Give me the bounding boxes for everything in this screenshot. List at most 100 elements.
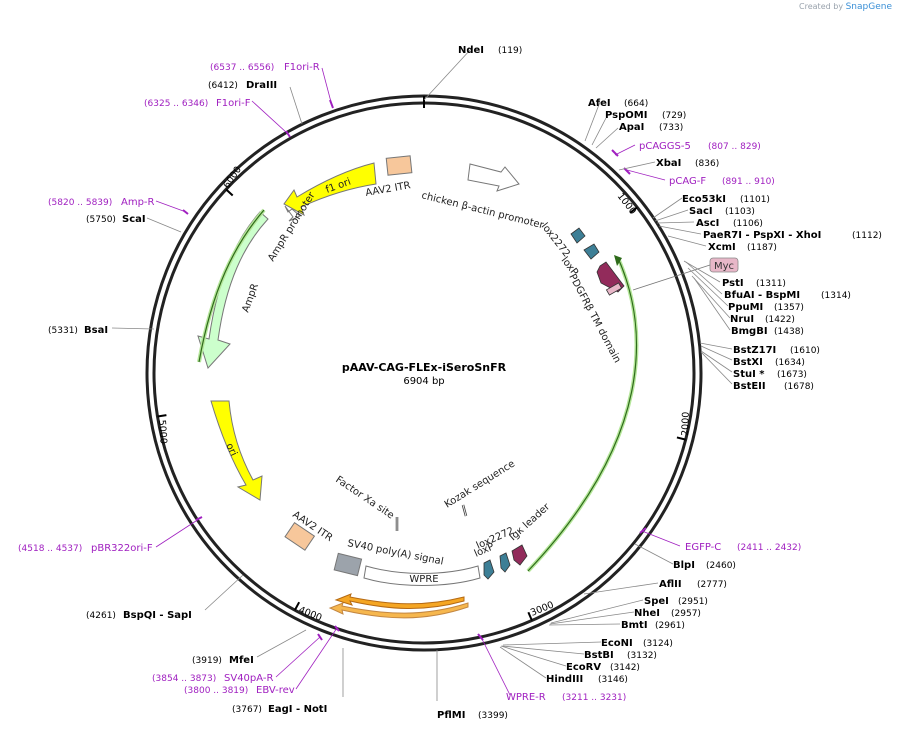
wpre-label: WPRE — [409, 574, 438, 585]
kozak-label: Kozak sequence — [443, 458, 517, 510]
site-pos-ecorv: (3142) — [610, 663, 640, 673]
tick-mark-3000 — [527, 611, 533, 621]
site-pos-aflii: (2777) — [697, 580, 727, 590]
site-pos-bsai: (5331) — [48, 326, 78, 336]
site-pos-spei: (2951) — [678, 597, 708, 607]
primer-pos-ebv-rev: (3800 .. 3819) — [184, 686, 248, 696]
site-name-spei: SpeI — [644, 596, 669, 607]
site-name-ecorv: EcoRV — [566, 662, 601, 673]
sv40-polya-feature[interactable] — [333, 552, 363, 577]
site-name-nrui: NruI — [730, 314, 754, 325]
site-pos-bfuai: (1314) — [821, 291, 851, 301]
site-labels: NdeI (119) AfeI (664) PspOMI (729) ApaI … — [48, 45, 882, 721]
site-name-pflmi: PflMI — [437, 710, 465, 721]
primer-name-wpre-r: WPRE-R — [506, 692, 546, 703]
tick-mark-6000 — [225, 188, 234, 197]
site-pos-stui: (1673) — [777, 370, 807, 380]
site-pos-nhei: (2957) — [671, 609, 701, 619]
plasmid-length: 6904 bp — [403, 376, 444, 387]
site-name-bfuai: BfuAI - BspMI — [724, 290, 800, 301]
site-pos-xbai: (836) — [695, 159, 719, 169]
site-leaders — [111, 48, 733, 701]
site-name-mfei: MfeI — [229, 655, 254, 666]
primer-pos-pcag-f: (891 .. 910) — [722, 177, 775, 187]
site-name-bstz17i: BstZ17I — [733, 345, 776, 356]
primer-pos-egfp-c: (2411 .. 2432) — [737, 543, 801, 553]
igk-leader-label: Igκ leader — [508, 501, 553, 543]
wpre-feature[interactable] — [363, 565, 481, 586]
ampr-promoter-feature[interactable] — [284, 205, 301, 222]
snapgene-brand: SnapGene — [845, 2, 892, 12]
site-name-bstbi: BstBI — [584, 650, 614, 661]
tick-label-2000: 2000 — [680, 412, 692, 437]
primer-name-egfp-c: EGFP-C — [685, 542, 721, 553]
ampr-label: AmpR — [240, 282, 261, 314]
primer-pos-wpre-r: (3211 .. 3231) — [562, 693, 626, 703]
f1-ori-feature[interactable] — [283, 162, 377, 217]
site-name-econi: EcoNI — [601, 638, 633, 649]
primer-pos-f1ori-r: (6537 .. 6556) — [210, 63, 274, 73]
site-name-bspqi: BspQI - SapI — [123, 610, 192, 621]
primer-name-f1ori-r: F1ori-R — [284, 62, 320, 73]
site-name-bsteii: BstEII — [733, 381, 766, 392]
lox2272-top-label: lox2272 — [539, 221, 572, 259]
primer-name-amp-r: Amp-R — [121, 197, 155, 208]
primer-labels: (6537 .. 6556) F1ori-R (6325 .. 6346) F1… — [18, 62, 801, 703]
site-pos-ndei: (119) — [498, 46, 522, 56]
orange-arrow-lower[interactable] — [328, 602, 469, 619]
loxp-bottom-feature[interactable] — [499, 552, 511, 573]
site-name-saci: SacI — [689, 206, 713, 217]
site-pos-scai: (5750) — [86, 215, 116, 225]
myc-label: Myc — [714, 261, 734, 272]
tick-mark-4000 — [293, 601, 301, 611]
site-name-draiii: DraIII — [246, 80, 277, 91]
site-pos-bstbi: (3132) — [627, 651, 657, 661]
plasmid-name: pAAV-CAG-FLEx-iSeroSnFR — [342, 361, 507, 374]
orange-arrow-upper[interactable] — [334, 593, 465, 610]
primer-name-f1ori-f: F1ori-F — [216, 98, 251, 109]
site-name-blpi: BlpI — [673, 560, 695, 571]
ori-label: ori — [223, 442, 238, 458]
aav2-itr-bottom-feature[interactable] — [284, 521, 316, 551]
site-name-bmgbi: BmgBI — [731, 326, 768, 337]
chicken-actin-promoter-feature[interactable] — [467, 163, 520, 192]
site-name-pspomi: PspOMI — [605, 110, 647, 121]
aav2-itr-top-feature[interactable] — [385, 155, 413, 176]
ori-feature[interactable] — [210, 400, 263, 501]
site-pos-pspomi: (729) — [662, 111, 686, 121]
site-name-paer7i: PaeR7I - PspXI - XhoI — [703, 230, 821, 241]
site-name-scai: ScaI — [122, 214, 146, 225]
factor-xa-label: Factor Xa site — [333, 474, 396, 521]
igk-leader-feature[interactable] — [511, 544, 528, 566]
site-pos-apai: (733) — [659, 123, 683, 133]
site-pos-econi: (3124) — [643, 639, 673, 649]
created-by-text: Created by — [799, 2, 844, 11]
site-name-eagi: EagI - NotI — [268, 704, 327, 715]
primer-name-pcaggs-5: pCAGGS-5 — [639, 141, 691, 152]
site-pos-bmti: (2961) — [655, 621, 685, 631]
site-pos-ppumi: (1357) — [774, 303, 804, 313]
tick-mark-5000 — [157, 414, 167, 418]
primer-pos-sv40pa-r: (3854 .. 3873) — [152, 674, 216, 684]
site-pos-asci: (1106) — [733, 219, 763, 229]
site-pos-bspqi: (4261) — [86, 611, 116, 621]
site-name-aflii: AflII — [659, 579, 682, 590]
site-name-bstxi: BstXI — [733, 357, 763, 368]
site-pos-blpi: (2460) — [706, 561, 736, 571]
loxp-top-feature[interactable] — [583, 243, 600, 260]
primer-name-sv40pa-r: SV40pA-R — [224, 673, 273, 684]
chicken-actin-promoter-label: chicken β-actin promoter — [420, 190, 545, 231]
site-name-ppumi: PpuMI — [728, 302, 763, 313]
primer-name-ebv-rev: EBV-rev — [256, 685, 295, 696]
site-pos-bstxi: (1634) — [775, 358, 805, 368]
site-pos-bsteii: (1678) — [784, 382, 814, 392]
primer-pos-amp-r: (5820 .. 5839) — [48, 198, 112, 208]
site-pos-paer7i: (1112) — [852, 231, 882, 241]
snapgene-watermark: Created by SnapGene — [799, 2, 892, 12]
site-pos-bstz17i: (1610) — [790, 346, 820, 356]
lox2272-bottom-feature[interactable] — [483, 559, 495, 580]
lox2272-top-feature[interactable] — [570, 227, 586, 244]
tick-marks — [157, 188, 686, 621]
site-pos-pflmi: (3399) — [478, 711, 508, 721]
site-pos-eco53ki: (1101) — [740, 195, 770, 205]
